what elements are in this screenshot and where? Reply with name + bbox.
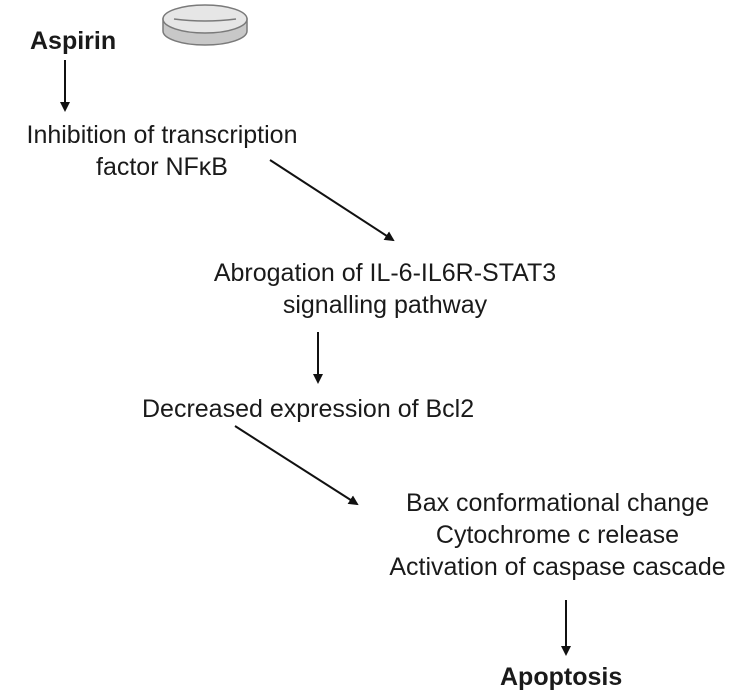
apoptosis-label: Apoptosis <box>500 663 623 691</box>
pill-icon <box>162 4 248 46</box>
step-caspase-line-2: Cytochrome c release <box>435 521 680 549</box>
arrow-bcl2-to-caspase <box>234 425 359 506</box>
step-stat3-line-2: signalling pathway <box>282 291 488 319</box>
aspirin-label: Aspirin <box>30 27 117 55</box>
arrow-nfkb-to-stat3 <box>269 159 395 242</box>
step-nfkb-line-2: factor NFκB <box>96 153 228 181</box>
step-nfkb-line-1: Inhibition of transcription <box>26 121 298 149</box>
step-caspase-line-1: Bax conformational change <box>406 489 709 517</box>
step-stat3-abrogation: Abrogation of IL-6-IL6R-STAT3 signalling… <box>170 257 600 321</box>
step-bcl2-decrease: Decreased expression of Bcl2 <box>142 395 475 423</box>
step-stat3-line-1: Abrogation of IL-6-IL6R-STAT3 <box>213 259 557 287</box>
step-nfkb-inhibition: Inhibition of transcription factor NFκB <box>0 119 332 183</box>
step-caspase-activation: Bax conformational change Cytochrome c r… <box>360 487 750 583</box>
step-caspase-line-3: Activation of caspase cascade <box>389 553 726 581</box>
